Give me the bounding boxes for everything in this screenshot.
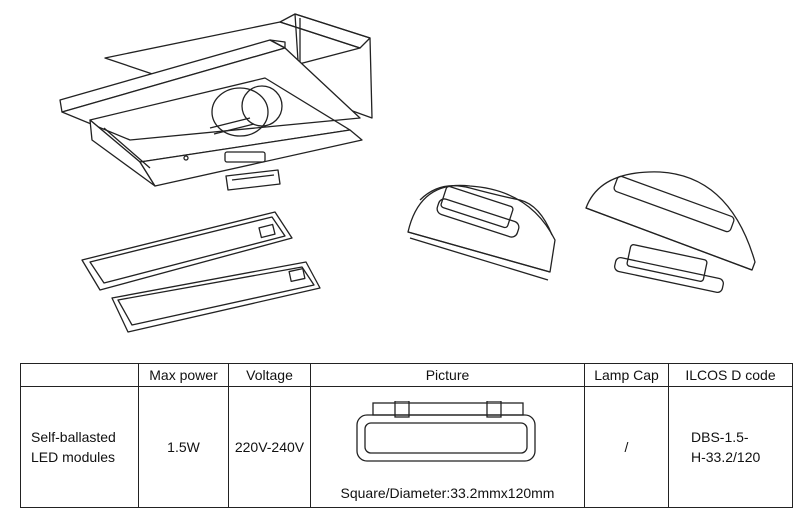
cell-picture: Square/Diameter:33.2mmx120mm [310, 386, 585, 508]
lamp-spec-table: Max power Voltage Picture Lamp Cap ILCOS… [20, 363, 793, 508]
header-voltage: Voltage [228, 363, 311, 387]
grease-filter-panels-illustration [81, 211, 321, 333]
header-lamp-cap: Lamp Cap [584, 363, 669, 387]
table-header-row: Max power Voltage Picture Lamp Cap ILCOS… [20, 363, 793, 387]
cell-ilcos-code: DBS-1.5- H-33.2/120 [668, 386, 793, 508]
header-picture: Picture [310, 363, 585, 387]
header-ilcos-code: ILCOS D code [668, 363, 793, 387]
led-module-removed-illustration [585, 171, 756, 294]
cell-voltage: 220V-240V [228, 386, 311, 508]
ilcos-line-2: H-33.2/120 [691, 449, 761, 465]
cell-max-power: 1.5W [138, 386, 229, 508]
picture-caption: Square/Diameter:33.2mmx120mm [340, 485, 555, 501]
header-max-power: Max power [138, 363, 229, 387]
cell-lamp-cap: / [584, 386, 669, 508]
led-module-picture [356, 401, 536, 462]
cell-name: Self-ballasted LED modules [20, 386, 139, 508]
led-module-installed-illustration [407, 184, 556, 281]
table-row: Self-ballasted LED modules 1.5W 220V-240… [20, 386, 793, 508]
ilcos-line-1: DBS-1.5- [691, 429, 749, 445]
name-line-2: LED modules [31, 449, 116, 465]
cooker-hood-illustration [59, 13, 373, 191]
name-line-1: Self-ballasted [31, 429, 116, 445]
header-empty [20, 363, 139, 387]
illustrations-area [59, 13, 756, 333]
